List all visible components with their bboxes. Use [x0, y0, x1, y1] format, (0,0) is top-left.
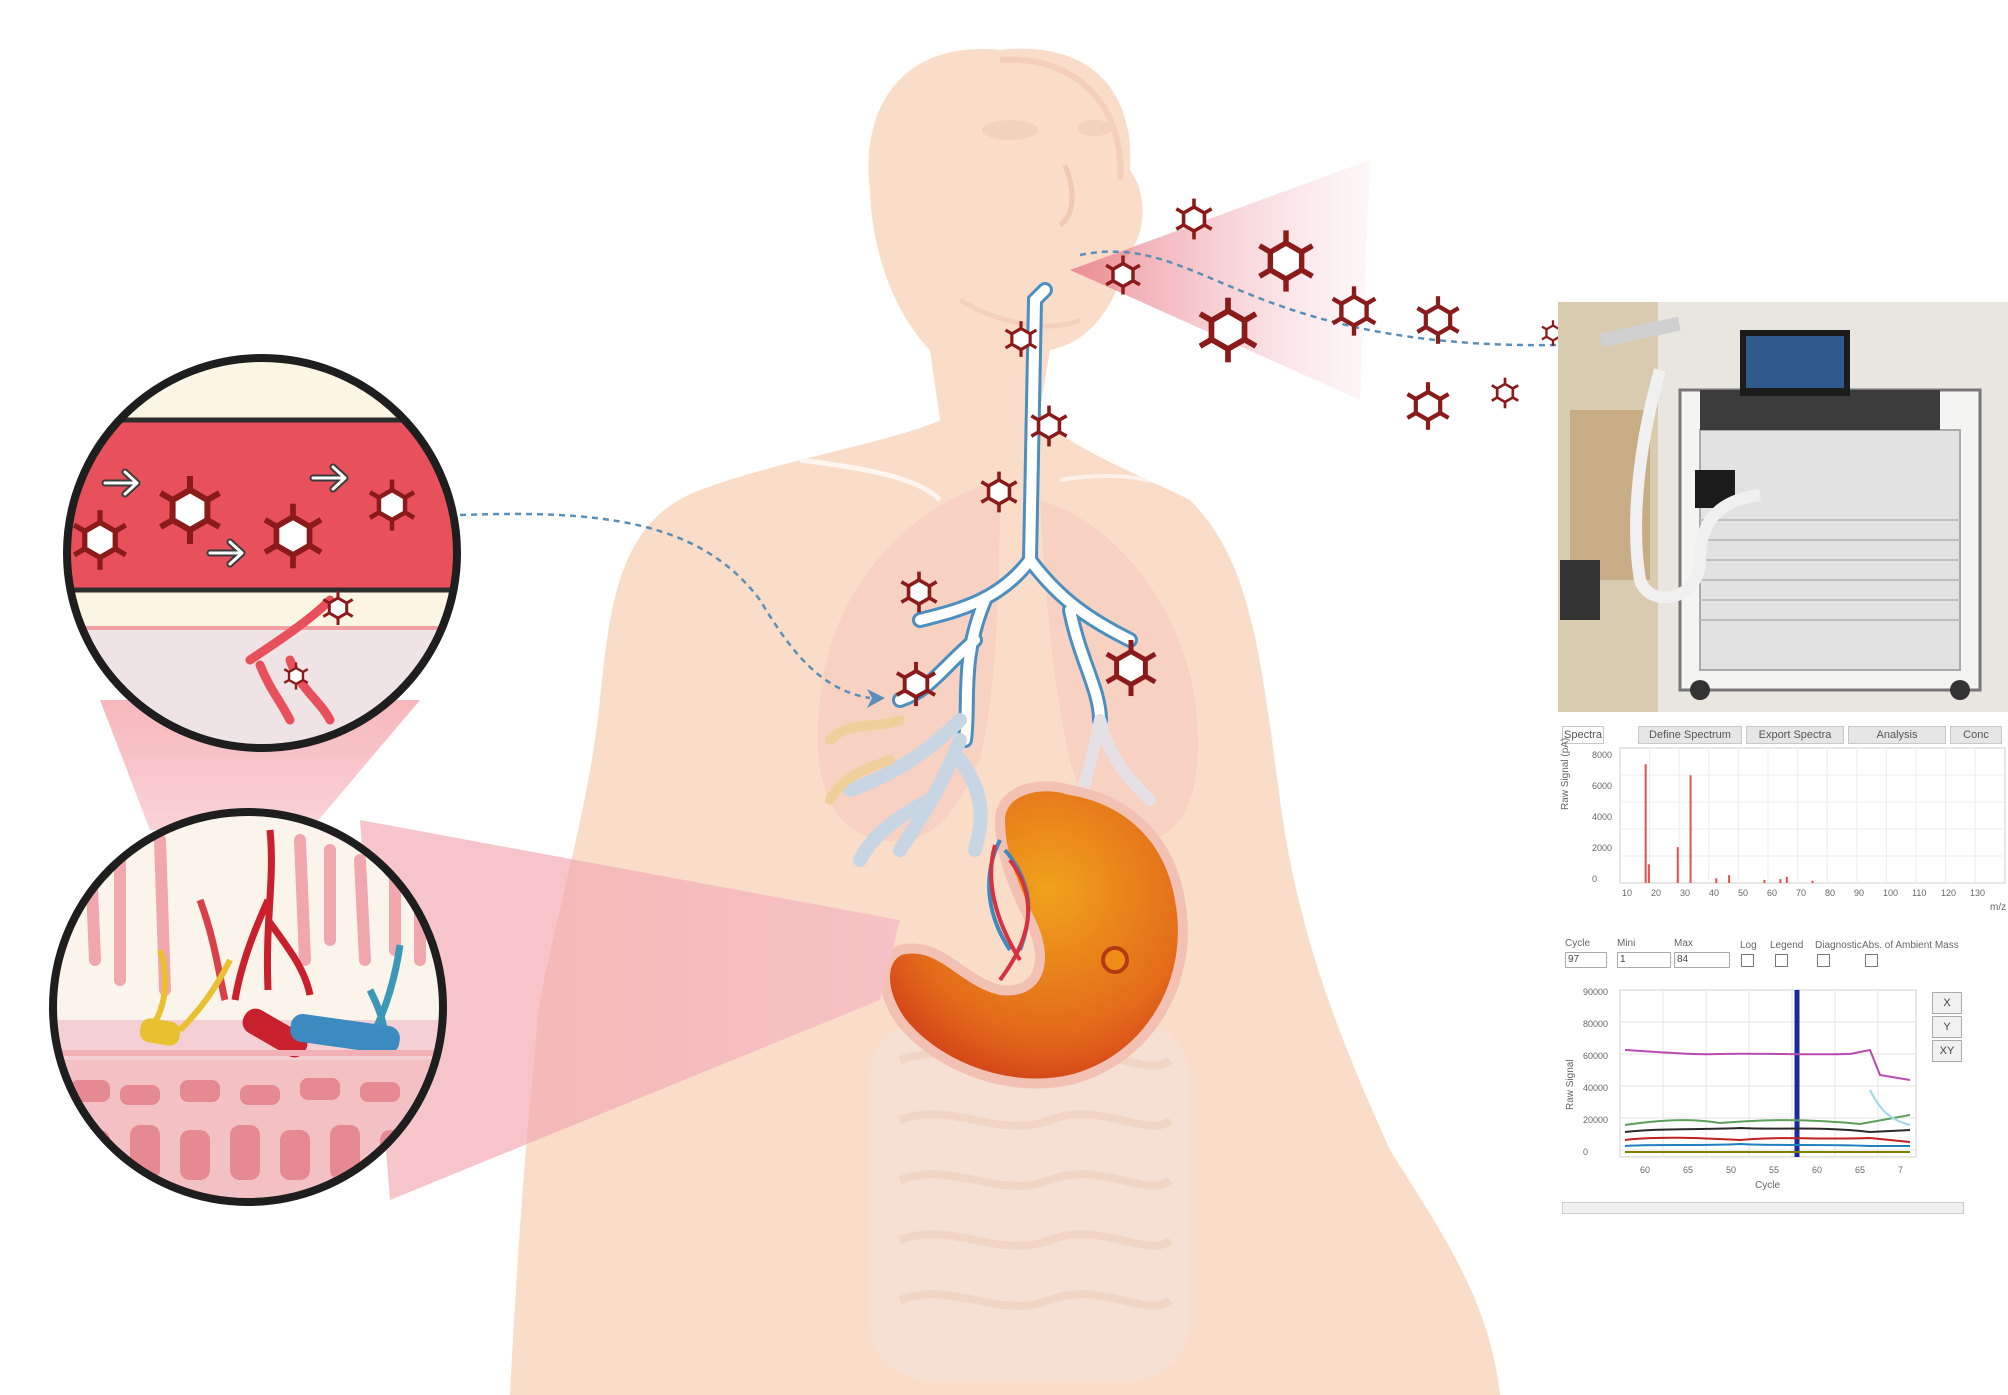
- tc-xtick-3: 55: [1769, 1165, 1780, 1175]
- zoom-beam-stomach: [360, 820, 900, 1200]
- spec-ytick-0: 8000: [1592, 750, 1613, 760]
- spec-xtick-12: 130: [1970, 888, 1986, 898]
- tab-spectra[interactable]: Spectra: [1562, 726, 1604, 744]
- spec-xtick-1: 20: [1651, 888, 1662, 898]
- tc-ytick-0: 90000: [1583, 987, 1609, 997]
- instrument-photo: [1558, 302, 2008, 712]
- blood-flow-arrow: [459, 512, 871, 700]
- cycle-field[interactable]: 97: [1565, 952, 1607, 968]
- mini-field[interactable]: 1: [1617, 952, 1671, 968]
- spec-ytick-1: 6000: [1592, 781, 1613, 791]
- legend-label: Legend: [1770, 940, 1804, 951]
- breath-flow-arrow: [1079, 250, 1561, 347]
- spec-ytick-4: 0: [1592, 874, 1598, 884]
- timecourse-ylabel: Raw Signal: [1565, 1059, 1576, 1110]
- airways: [825, 282, 1156, 867]
- cycle-label: Cycle: [1565, 938, 1591, 949]
- spec-xtick-7: 80: [1825, 888, 1836, 898]
- blood-flow-arrowhead: [867, 689, 885, 708]
- tc-xtick-1: 65: [1683, 1165, 1694, 1175]
- tc-xtick-2: 50: [1726, 1165, 1737, 1175]
- spec-xtick-9: 100: [1883, 888, 1899, 898]
- timecourse-xlabel: Cycle: [1755, 1180, 1781, 1191]
- spec-xtick-0: 10: [1622, 888, 1633, 898]
- axis-y-button[interactable]: Y: [1932, 1016, 1962, 1038]
- timecourse-scrollbar[interactable]: [1562, 1202, 1964, 1214]
- spec-xtick-11: 120: [1941, 888, 1957, 898]
- spec-xtick-3: 40: [1709, 888, 1720, 898]
- tab-define-spectrum[interactable]: Define Spectrum: [1638, 726, 1742, 744]
- timecourse-plot: [1619, 989, 1917, 1158]
- abs-checkbox[interactable]: [1865, 954, 1878, 967]
- max-label: Max: [1674, 938, 1693, 949]
- human-body: [510, 48, 1500, 1395]
- spec-ytick-3: 2000: [1592, 843, 1613, 853]
- tc-ytick-1: 80000: [1583, 1019, 1609, 1029]
- spec-xtick-5: 60: [1767, 888, 1778, 898]
- abs-label: Abs. of Ambient Mass: [1862, 940, 1959, 951]
- log-label: Log: [1740, 940, 1757, 951]
- tab-export-spectra[interactable]: Export Spectra: [1746, 726, 1844, 744]
- axis-xy-button[interactable]: XY: [1932, 1040, 1962, 1062]
- tab-conc[interactable]: Conc: [1950, 726, 2002, 744]
- log-checkbox[interactable]: [1741, 954, 1754, 967]
- spec-ytick-2: 4000: [1592, 812, 1613, 822]
- tc-xtick-5: 65: [1855, 1165, 1866, 1175]
- legend-checkbox[interactable]: [1775, 954, 1788, 967]
- mini-label: Mini: [1617, 938, 1636, 949]
- tab-analysis[interactable]: Analysis: [1848, 726, 1946, 744]
- exhaled-breath-cone: [1070, 160, 1370, 400]
- spectrum-plot: [1619, 747, 2006, 884]
- tc-ytick-4: 20000: [1583, 1115, 1609, 1125]
- spectrum-ylabel: Raw Signal (pA): [1560, 737, 1571, 810]
- tc-xtick-6: 7: [1898, 1165, 1904, 1175]
- stomach: [880, 781, 1188, 1089]
- tc-ytick-3: 40000: [1583, 1083, 1609, 1093]
- max-field[interactable]: 84: [1674, 952, 1730, 968]
- software-tabs: Spectra Define Spectrum Export Spectra A…: [1558, 722, 2008, 746]
- spec-xtick-2: 30: [1680, 888, 1691, 898]
- spec-xtick-6: 70: [1796, 888, 1807, 898]
- diagnostic-label: Diagnostic: [1815, 940, 1862, 951]
- spectrum-xunit: m/z: [1990, 902, 2007, 913]
- tc-xtick-0: 60: [1640, 1165, 1651, 1175]
- diagnostic-checkbox[interactable]: [1817, 954, 1830, 967]
- tc-ytick-2: 60000: [1583, 1051, 1609, 1061]
- tc-xtick-4: 60: [1812, 1165, 1823, 1175]
- axis-x-button[interactable]: X: [1932, 992, 1962, 1014]
- tc-ytick-5: 0: [1583, 1147, 1589, 1157]
- spec-xtick-4: 50: [1738, 888, 1749, 898]
- spec-xtick-8: 90: [1854, 888, 1865, 898]
- spec-xtick-10: 110: [1912, 888, 1927, 898]
